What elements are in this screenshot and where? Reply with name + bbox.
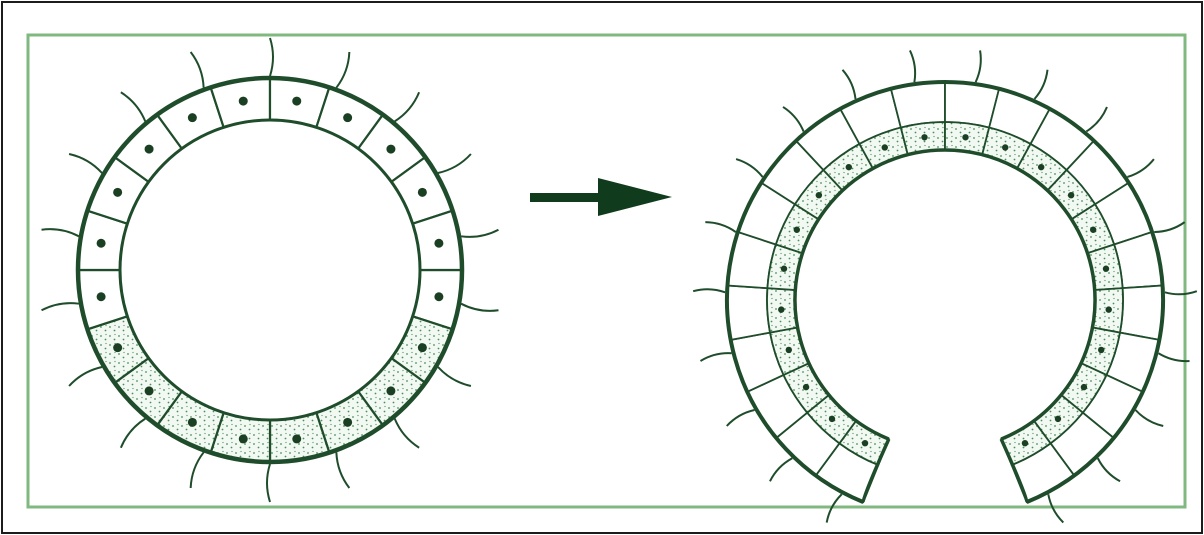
ectoderm-cell bbox=[727, 285, 770, 339]
nucleus bbox=[962, 134, 968, 140]
nucleus bbox=[418, 188, 427, 197]
nucleus bbox=[292, 434, 301, 443]
nucleus bbox=[97, 239, 106, 248]
nucleus bbox=[803, 384, 809, 390]
nucleus bbox=[418, 343, 427, 352]
nucleus bbox=[862, 440, 868, 446]
nucleus bbox=[794, 227, 800, 233]
nucleus bbox=[188, 113, 197, 122]
nucleus bbox=[145, 386, 154, 395]
nucleus bbox=[239, 434, 248, 443]
nucleus bbox=[829, 416, 835, 422]
nucleus bbox=[386, 386, 395, 395]
nucleus bbox=[386, 145, 395, 154]
nucleus bbox=[1002, 144, 1008, 150]
nucleus bbox=[921, 134, 927, 140]
nucleus bbox=[343, 113, 352, 122]
nucleus bbox=[781, 266, 787, 272]
nucleus bbox=[1103, 266, 1109, 272]
nucleus bbox=[343, 418, 352, 427]
nucleus bbox=[882, 144, 888, 150]
nucleus bbox=[239, 97, 248, 106]
nucleus bbox=[188, 418, 197, 427]
nucleus bbox=[113, 188, 122, 197]
nucleus bbox=[778, 306, 784, 312]
arrow-shaft bbox=[530, 193, 602, 202]
nucleus bbox=[434, 292, 443, 301]
nucleus bbox=[292, 97, 301, 106]
nucleus bbox=[816, 192, 822, 198]
nucleus bbox=[846, 164, 852, 170]
ectoderm-cell bbox=[1120, 285, 1163, 339]
nucleus bbox=[786, 347, 792, 353]
nucleus bbox=[434, 239, 443, 248]
nucleus bbox=[1055, 416, 1061, 422]
nucleus bbox=[1068, 192, 1074, 198]
nucleus bbox=[97, 292, 106, 301]
nucleus bbox=[1081, 384, 1087, 390]
nucleus bbox=[1098, 347, 1104, 353]
nucleus bbox=[145, 145, 154, 154]
nucleus bbox=[1038, 164, 1044, 170]
nucleus bbox=[1106, 306, 1112, 312]
nucleus bbox=[1090, 227, 1096, 233]
nucleus bbox=[113, 343, 122, 352]
nucleus bbox=[1022, 440, 1028, 446]
